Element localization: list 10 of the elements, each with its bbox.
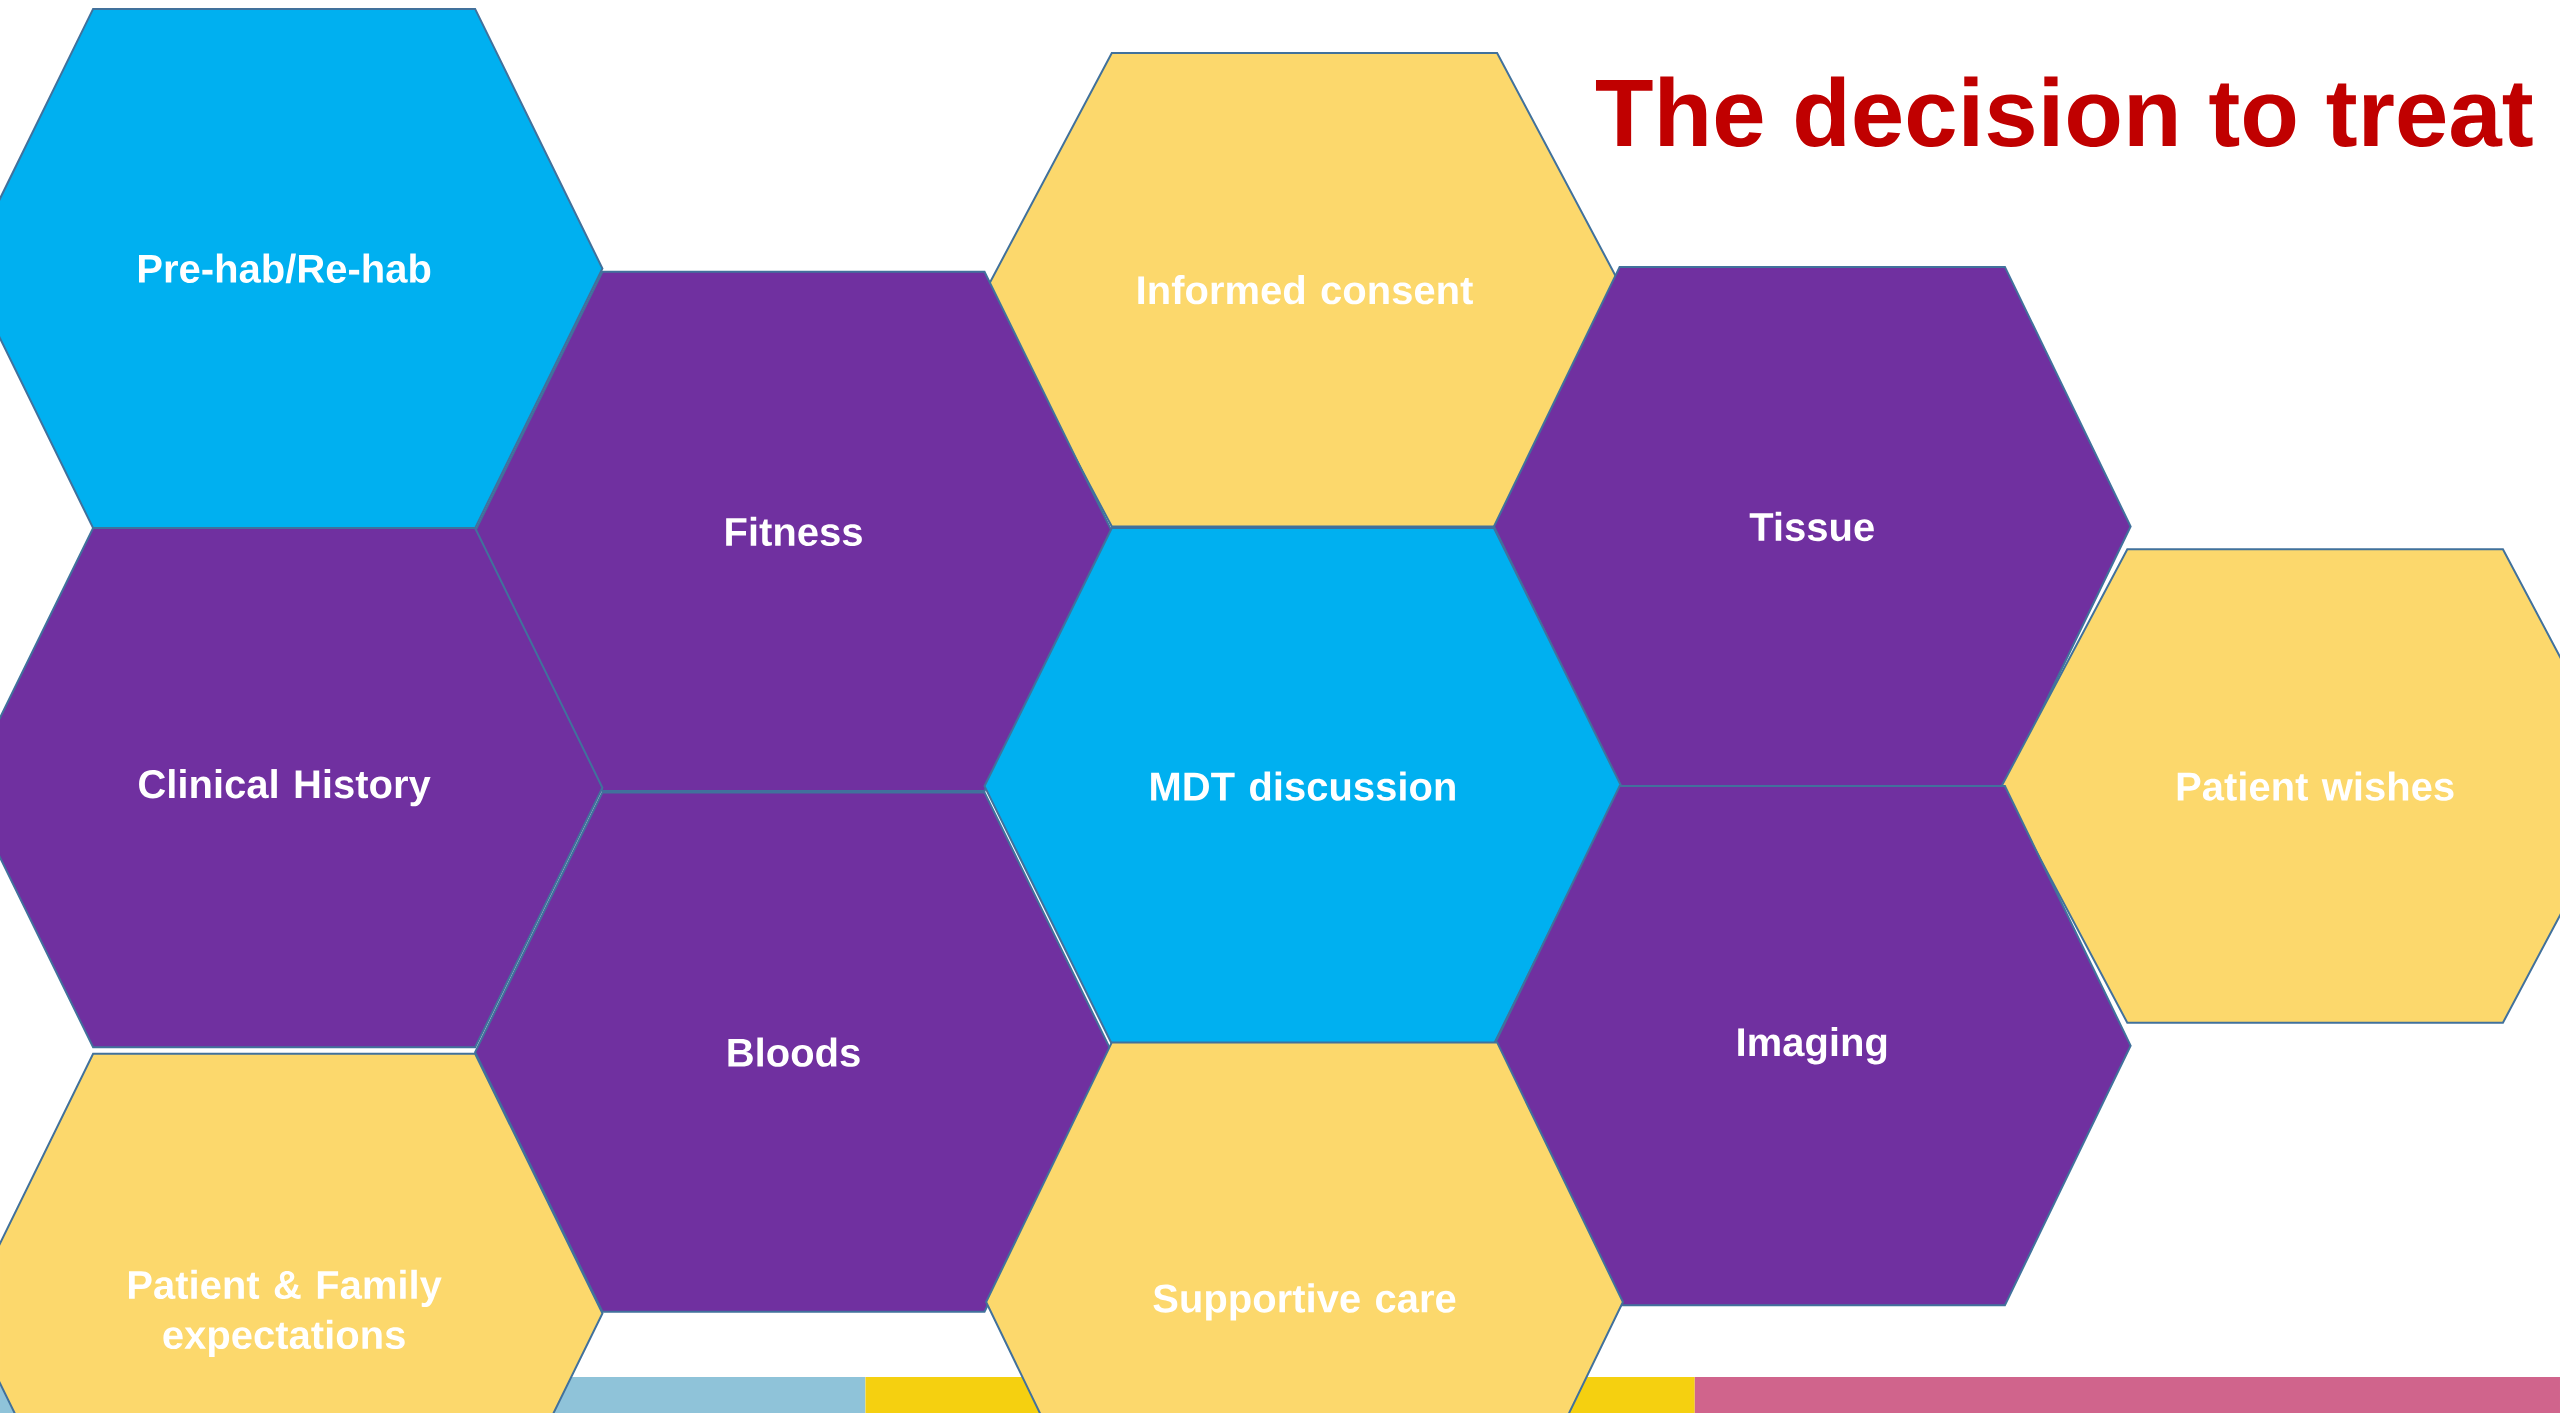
hexagon: Patient & Family expectations — [0, 1052, 604, 1413]
hexagon: Imaging — [1492, 785, 2132, 1307]
hexagon: Supportive care — [985, 1041, 1625, 1413]
hexagon: Patient wishes — [2000, 548, 2560, 1024]
hexagon: Fitness — [474, 270, 1113, 792]
hexagon: Clinical History — [0, 527, 604, 1049]
hexagon: Tissue — [1492, 265, 2132, 788]
hexagon: Pre-hab/Re-hab — [0, 7, 604, 530]
hexagon: Bloods — [474, 791, 1113, 1313]
hexagon: MDT discussion — [983, 527, 1623, 1045]
